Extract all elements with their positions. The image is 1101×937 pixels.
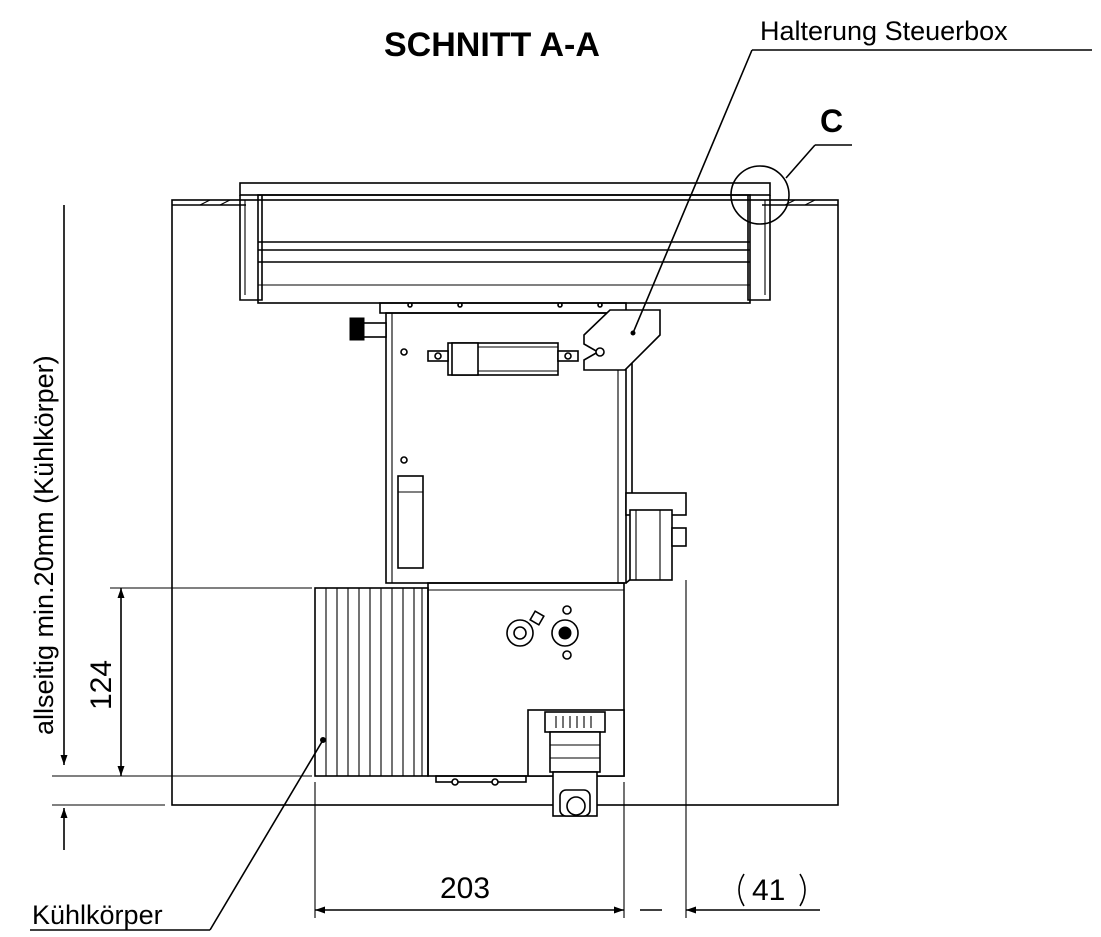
width-dimension: 203 [314,782,625,918]
control-box-housing [349,302,687,584]
cabinet-outline [171,199,839,806]
bracket-label: Halterung Steuerbox [760,16,1008,46]
detail-c-marker: C [730,103,852,225]
control-box-bracket: Halterung Steuerbox [583,16,1092,371]
heatsink: Kühlkörper [30,587,429,931]
width-dimension-value: 203 [440,872,490,905]
offset-dimension: 41 [640,580,820,918]
clearance-dimension: allseitig min.20mm (Kühlkörper) [29,205,312,850]
section-title: SCHNITT A-A [384,26,600,64]
detail-c-label: C [820,103,843,139]
top-rail [239,182,771,304]
offset-dimension-value: 41 [752,874,785,907]
heatsink-label: Kühlkörper [32,900,163,930]
lower-box [427,582,625,817]
height-dimension: 124 [85,587,312,776]
clearance-label: allseitig min.20mm (Kühlkörper) [29,355,59,735]
height-dimension-value: 124 [85,660,118,710]
